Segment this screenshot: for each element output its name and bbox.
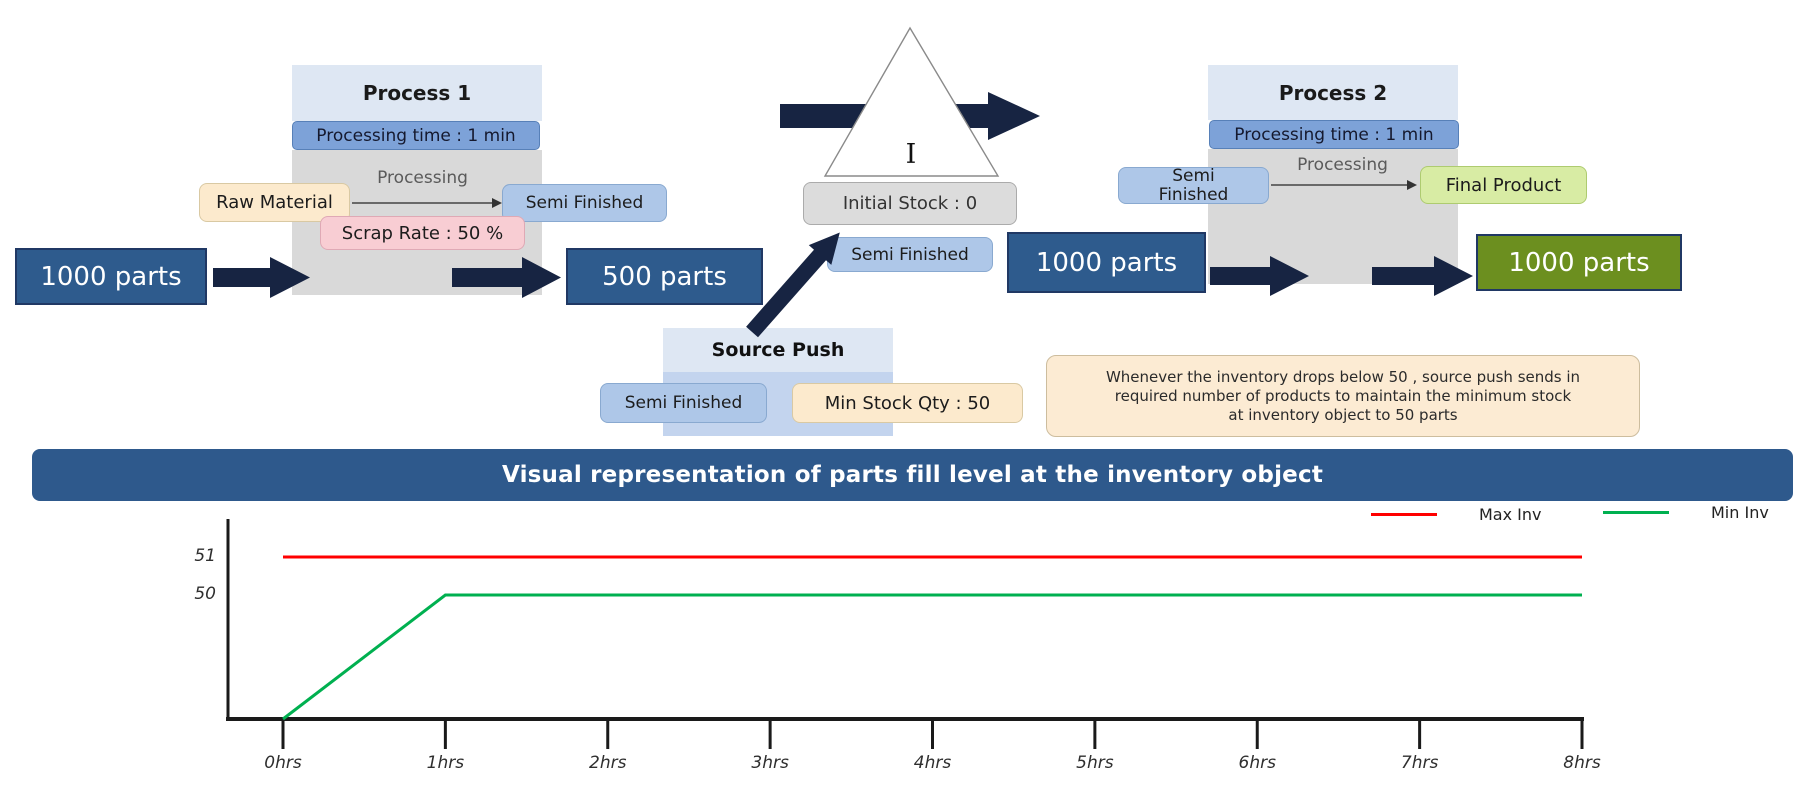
parts-box-final: 1000 parts [1476, 234, 1682, 291]
process2-title: Process 2 [1278, 80, 1388, 105]
y-axis-label: 51 [194, 546, 216, 566]
max-inv-legend-swatch [1371, 513, 1437, 516]
min-inv-legend-swatch [1603, 511, 1669, 514]
legend-item-min-inv: Min Inv [1603, 503, 1769, 522]
inventory-symbol: I [905, 138, 917, 170]
process1-time-pill: Processing time : 1 min [292, 121, 540, 150]
chart-title-bar: Visual representation of parts fill leve… [32, 449, 1793, 501]
note-line: at inventory object to 50 parts [1228, 405, 1458, 424]
process1-header: Process 1 [292, 65, 542, 121]
process2-header: Process 2 [1208, 65, 1458, 120]
chart-title: Visual representation of parts fill leve… [501, 462, 1324, 488]
final-product-pill: Final Product [1420, 166, 1587, 204]
parts-box-input: 1000 parts [15, 248, 207, 305]
parts-box-after-process1: 500 parts [566, 248, 763, 305]
source-push-header: Source Push [663, 328, 893, 372]
y-axis-label: 50 [194, 584, 216, 604]
scrap-rate-pill: Scrap Rate : 50 % [320, 216, 525, 250]
x-axis-label: 0hrs [264, 753, 302, 773]
x-axis-label: 7hrs [1400, 753, 1439, 773]
min-stock-pill: Min Stock Qty : 50 [792, 383, 1023, 423]
x-axis-label: 3hrs [751, 753, 789, 773]
parts-box-before-process2: 1000 parts [1007, 232, 1206, 293]
chart-canvas [226, 519, 1584, 749]
source-push-title: Source Push [711, 339, 845, 361]
process2-input-label: Semi Finished [1158, 165, 1229, 205]
process2-processing-label: Processing [1297, 155, 1388, 175]
process1-semi-finished-pill: Semi Finished [502, 184, 667, 222]
x-axis-label: 5hrs [1076, 753, 1114, 773]
process2-semi-finished-pill: Semi Finished [1118, 165, 1269, 205]
legend-item-max-inv: Max Inv [1371, 505, 1542, 524]
x-axis-label: 2hrs [589, 753, 627, 773]
max-inv-legend-label: Max Inv [1479, 505, 1542, 524]
note-line: required number of products to maintain … [1114, 386, 1572, 405]
note-box: Whenever the inventory drops below 50 , … [1046, 355, 1640, 437]
min-inv-line [282, 593, 1582, 721]
process1-title: Process 1 [362, 81, 472, 105]
inventory-item-pill: Semi Finished [827, 237, 993, 272]
raw-material-pill: Raw Material [199, 183, 350, 222]
x-axis-label: 1hrs [426, 753, 465, 773]
initial-stock-box: Initial Stock : 0 [803, 182, 1017, 225]
x-axis-label: 4hrs [913, 753, 952, 773]
note-line: Whenever the inventory drops below 50 , … [1105, 367, 1581, 386]
process2-time-pill: Processing time : 1 min [1209, 120, 1459, 149]
process1-processing-label: Processing [377, 168, 468, 188]
x-axis-label: 6hrs [1238, 753, 1276, 773]
min-inv-legend-label: Min Inv [1711, 503, 1769, 522]
source-push-item-pill: Semi Finished [600, 383, 767, 423]
arrow-through-inventory [780, 92, 1040, 140]
x-axis-label: 8hrs [1563, 753, 1601, 773]
